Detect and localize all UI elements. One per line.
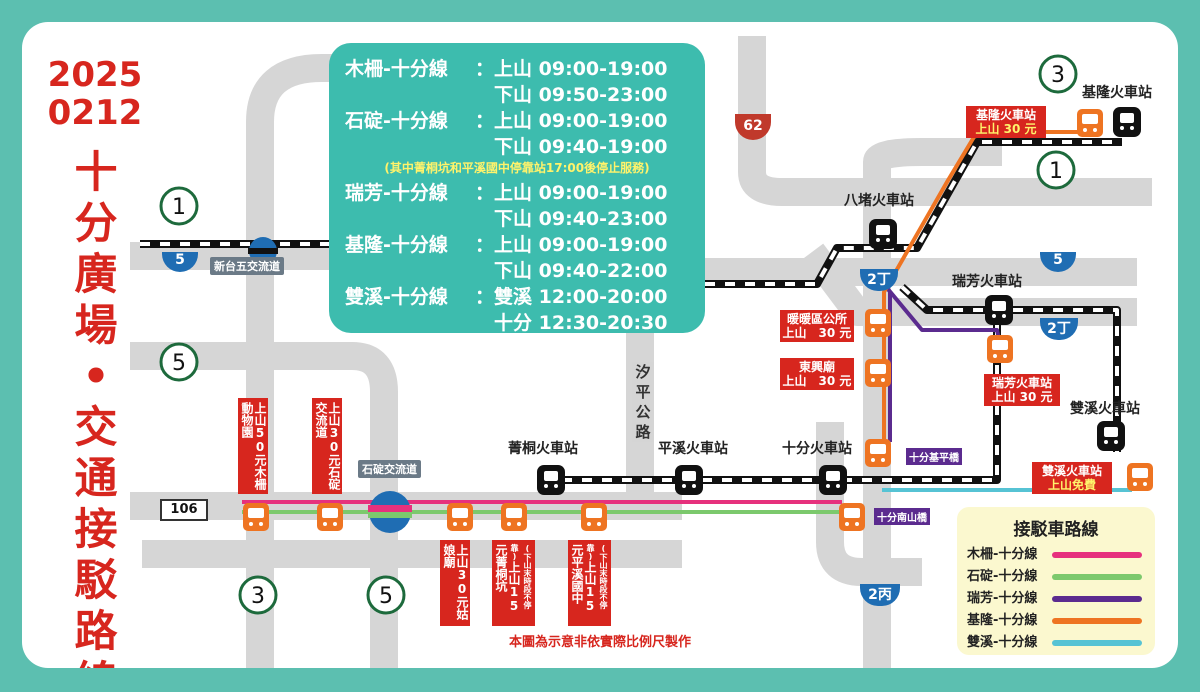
train-icon (537, 465, 565, 495)
road-shield-2ding: 2丁 (860, 269, 898, 291)
stop-box-keelung: 基隆火車站上山 30 元 (966, 106, 1046, 138)
station-label-pingxi: 平溪火車站 (658, 441, 728, 457)
bus-icon (581, 503, 607, 531)
schedule-row: 石碇-十分線：上山 09:00-19:00 (345, 110, 668, 132)
station-label-shuangxi: 雙溪火車站 (1070, 401, 1140, 417)
interchange-icon (368, 491, 412, 533)
bridge-label: 十分南山橋 (874, 508, 930, 525)
legend-item: 木柵-十分線 (967, 547, 1038, 562)
stop-box-ruifang: 瑞芳火車站上山 30 元 (984, 374, 1060, 406)
stop-box-nuannuan: 暖暖區公所上山 30 元 (780, 310, 854, 342)
bus-icon (447, 503, 473, 531)
schedule-note: (其中菁桐坑和平溪國中停靠站17:00後停止服務) (384, 161, 650, 175)
road-shield-5: 5 (162, 252, 198, 272)
schedule-row: 下山 09:40-22:00 (494, 260, 668, 282)
stop-box-dongxing: 東興廟上山 30 元 (780, 358, 854, 390)
interchange-label: 新台五交流道 (210, 257, 284, 275)
interchange-label: 石碇交流道 (358, 460, 421, 478)
schedule-row: 十分 12:30-20:30 (494, 312, 668, 334)
schedule-row: 木柵-十分線：上山 09:00-19:00 (345, 58, 668, 80)
schedule-row: 下山 09:40-19:00 (494, 136, 668, 158)
svg-text:3: 3 (251, 584, 265, 609)
bus-icon (865, 309, 891, 337)
station-label-shifen: 十分火車站 (782, 441, 852, 457)
stop-box-shiding: 上山30元石碇交流道 (312, 398, 342, 494)
page-title: 十 分 廣 場 • 交 通 接 駁 路 線 (74, 148, 118, 668)
svg-text:1: 1 (172, 195, 186, 220)
road-shield-2ding: 2丁 (1040, 318, 1078, 340)
bus-icon (1077, 109, 1103, 137)
legend-item: 雙溪-十分線 (967, 635, 1038, 650)
schedule-row: 下山 09:50-23:00 (494, 84, 668, 106)
bus-icon (317, 503, 343, 531)
road-shield-2bing: 2丙 (860, 584, 900, 606)
train-icon (985, 295, 1013, 325)
bus-icon (987, 335, 1013, 363)
road-circle-1-icon: 1 (1036, 150, 1076, 190)
map-card: 2025 0212 十 分 廣 場 • 交 通 接 駁 路 線 木柵-十分線：上… (22, 22, 1178, 668)
station-label-ruifang: 瑞芳火車站 (952, 274, 1022, 290)
svg-text:3: 3 (1051, 63, 1065, 88)
svg-text:5: 5 (379, 584, 393, 609)
svg-text:5: 5 (172, 351, 186, 376)
bridge-label: 十分基平橋 (906, 448, 962, 465)
bus-icon (501, 503, 527, 531)
stop-box-zoo: 上山50元木柵動物園 (238, 398, 268, 494)
road-label-xiping: 汐 平 公 路 (632, 362, 654, 442)
legend-item: 石碇-十分線 (967, 569, 1038, 584)
legend-item: 基隆-十分線 (967, 613, 1038, 628)
schedule-row: 基隆-十分線：上山 09:00-19:00 (345, 234, 668, 256)
legend-swatch (1052, 574, 1142, 580)
bus-icon (865, 439, 891, 467)
bus-icon (1127, 463, 1153, 491)
train-icon (675, 465, 703, 495)
train-icon (869, 219, 897, 249)
disclaimer: 本圖為示意非依實際比例尺製作 (508, 635, 691, 650)
date-label: 2025 0212 (47, 55, 143, 133)
road-circle-5-icon: 5 (366, 575, 406, 615)
road-circle-1-icon: 1 (159, 186, 199, 226)
stop-box-guniang: 上山30元姑娘廟 (440, 540, 470, 626)
station-label-badu: 八堵火車站 (844, 193, 914, 209)
schedule-row: 雙溪-十分線：雙溪 12:00-20:00 (345, 286, 668, 308)
train-icon (819, 465, 847, 495)
legend-swatch (1052, 596, 1142, 602)
legend-swatch (1052, 640, 1142, 646)
road-shield-5: 5 (1040, 252, 1076, 272)
legend-swatch (1052, 552, 1142, 558)
bus-icon (865, 359, 891, 387)
bus-icon (839, 503, 865, 531)
legend-panel: 接駁車路線 木柵-十分線 石碇-十分線 瑞芳-十分線 基隆-十分線 雙溪-十分線 (957, 507, 1155, 655)
legend-item: 瑞芳-十分線 (967, 591, 1038, 606)
legend-title: 接駁車路線 (1013, 520, 1099, 540)
bus-icon (243, 503, 269, 531)
schedule-row: 瑞芳-十分線：上山 09:00-19:00 (345, 182, 668, 204)
stop-box-shuangxi: 雙溪火車站上山免費 (1032, 462, 1112, 494)
legend-swatch (1052, 618, 1142, 624)
train-icon (1113, 107, 1141, 137)
road-circle-3-icon: 3 (1038, 54, 1078, 94)
stop-box-pingxizhong: (下山末時段不停靠)上山15元平溪國中 (568, 540, 611, 626)
station-label-keelung: 基隆火車站 (1082, 85, 1152, 101)
schedule-panel: 木柵-十分線：上山 09:00-19:00 下山 09:50-23:00 石碇-… (329, 43, 705, 333)
station-label-jingtong: 菁桐火車站 (508, 441, 578, 457)
stop-box-jingtongkeng: (下山末時段不停靠)上山15元菁桐坑 (492, 540, 535, 626)
svg-text:1: 1 (1049, 159, 1063, 184)
road-circle-3-icon: 3 (238, 575, 278, 615)
road-sign-106: 106 (160, 499, 208, 521)
road-circle-5-icon: 5 (159, 342, 199, 382)
schedule-row: 下山 09:40-23:00 (494, 208, 668, 230)
train-icon (1097, 421, 1125, 451)
